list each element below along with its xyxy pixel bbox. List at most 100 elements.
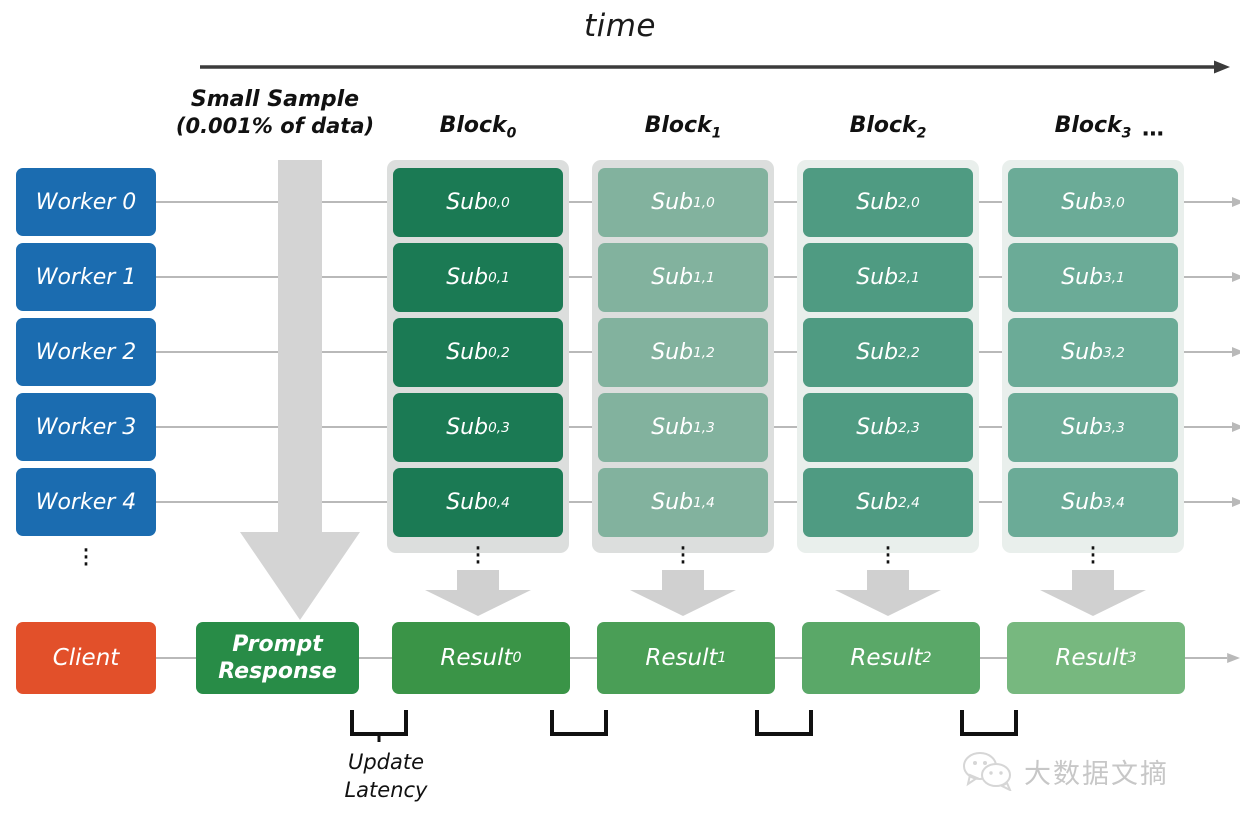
- sub-index-1-1: 1,1: [693, 269, 715, 286]
- worker-label-0: Worker 0: [35, 189, 137, 215]
- sub-label-2-1: Sub: [856, 265, 899, 290]
- worker-label-3: Worker 3: [35, 414, 137, 440]
- sub-index-1-3: 1,3: [693, 419, 715, 436]
- worker-box-4[interactable]: Worker 4: [16, 468, 156, 536]
- block-title-0-sub: 0: [506, 125, 517, 142]
- block-connector-0-row-4: [569, 501, 592, 503]
- small-sample-flow-arrow-icon: [240, 160, 360, 620]
- result-label-0: Result: [440, 645, 513, 671]
- block-title-1-sub: 1: [711, 125, 722, 142]
- block-connector-1-row-4: [774, 501, 797, 503]
- worker-ellipsis-d1: ·: [81, 536, 91, 566]
- worker-ellipsis-d2: ·: [81, 543, 91, 573]
- sub-index-0-4: 0,4: [488, 494, 510, 511]
- prompt-line1: Prompt: [232, 632, 323, 657]
- sub-index-2-2: 2,2: [898, 344, 920, 361]
- sub-index-3-1: 3,1: [1103, 269, 1125, 286]
- block-title-0: Block0: [387, 113, 569, 141]
- block-ellipsis-0: ···: [387, 534, 569, 578]
- sub-label-0-0: Sub: [446, 190, 489, 215]
- worker-box-1[interactable]: Worker 1: [16, 243, 156, 311]
- worker-box-2[interactable]: Worker 2: [16, 318, 156, 386]
- sub-label-3-0: Sub: [1061, 190, 1104, 215]
- block-ellipsis-2-d1: ·: [883, 534, 893, 564]
- sub-label-0-4: Sub: [446, 490, 489, 515]
- watermark-text: 大数据文摘: [1024, 758, 1169, 790]
- block-ellipsis-3-d1: ·: [1088, 534, 1098, 564]
- worker-connector-row-2: [156, 351, 387, 353]
- row-output-arrow-0: [1184, 197, 1240, 207]
- block-ellipsis-0-d3: ·: [473, 548, 483, 578]
- update-latency-line2: Latency: [344, 778, 428, 802]
- sub-index-2-1: 2,1: [898, 269, 920, 286]
- row-output-arrow-2: [1184, 347, 1240, 357]
- sub-index-3-4: 3,4: [1103, 494, 1125, 511]
- sub-index-3-3: 3,3: [1103, 419, 1125, 436]
- result-index-3: 3: [1127, 650, 1137, 666]
- client-box[interactable]: Client: [16, 622, 156, 694]
- block-title-3: Block3: [1002, 113, 1184, 141]
- client-to-prompt-connector: [156, 657, 196, 659]
- worker-connector-row-1: [156, 276, 387, 278]
- sub-index-1-4: 1,4: [693, 494, 715, 511]
- block-connector-0-row-1: [569, 276, 592, 278]
- result-index-1: 1: [717, 650, 727, 666]
- result-label-1: Result: [645, 645, 718, 671]
- worker-box-3[interactable]: Worker 3: [16, 393, 156, 461]
- block-connector-0-row-3: [569, 426, 592, 428]
- block-title-2-label: Block: [849, 113, 917, 138]
- sub-label-1-3: Sub: [651, 415, 694, 440]
- worker-connector-row-0: [156, 201, 387, 203]
- row-output-arrow-1: [1184, 272, 1240, 282]
- block-to-result-arrow-1: [630, 570, 736, 616]
- prompt-line2: Response: [218, 659, 337, 684]
- sub-label-0-1: Sub: [446, 265, 489, 290]
- sub-label-2-3: Sub: [856, 415, 899, 440]
- latency-bracket-0: [350, 710, 408, 742]
- block-to-result-arrow-3: [1040, 570, 1146, 616]
- block-ellipsis-0-d1: ·: [473, 534, 483, 564]
- prompt-response-box[interactable]: Prompt Response: [196, 622, 359, 694]
- block-connector-1-row-1: [774, 276, 797, 278]
- small-sample-line2: (0.001% of data): [175, 114, 375, 138]
- sub-label-2-4: Sub: [856, 490, 899, 515]
- sub-index-0-0: 0,0: [488, 194, 510, 211]
- block-title-1-label: Block: [644, 113, 712, 138]
- sub-index-0-3: 0,3: [488, 419, 510, 436]
- sub-label-1-2: Sub: [651, 340, 694, 365]
- sub-index-2-0: 2,0: [898, 194, 920, 211]
- block-ellipsis-2-d3: ·: [883, 548, 893, 578]
- latency-bracket-2: [755, 710, 813, 736]
- block-title-2: Block2: [797, 113, 979, 141]
- worker-box-0[interactable]: Worker 0: [16, 168, 156, 236]
- sub-index-2-4: 2,4: [898, 494, 920, 511]
- update-latency-label: Update Latency: [306, 748, 466, 804]
- prompt-to-result0-connector: [359, 657, 392, 659]
- block-ellipsis-3-d3: ·: [1088, 548, 1098, 578]
- block-ellipsis-1-d3: ·: [678, 548, 688, 578]
